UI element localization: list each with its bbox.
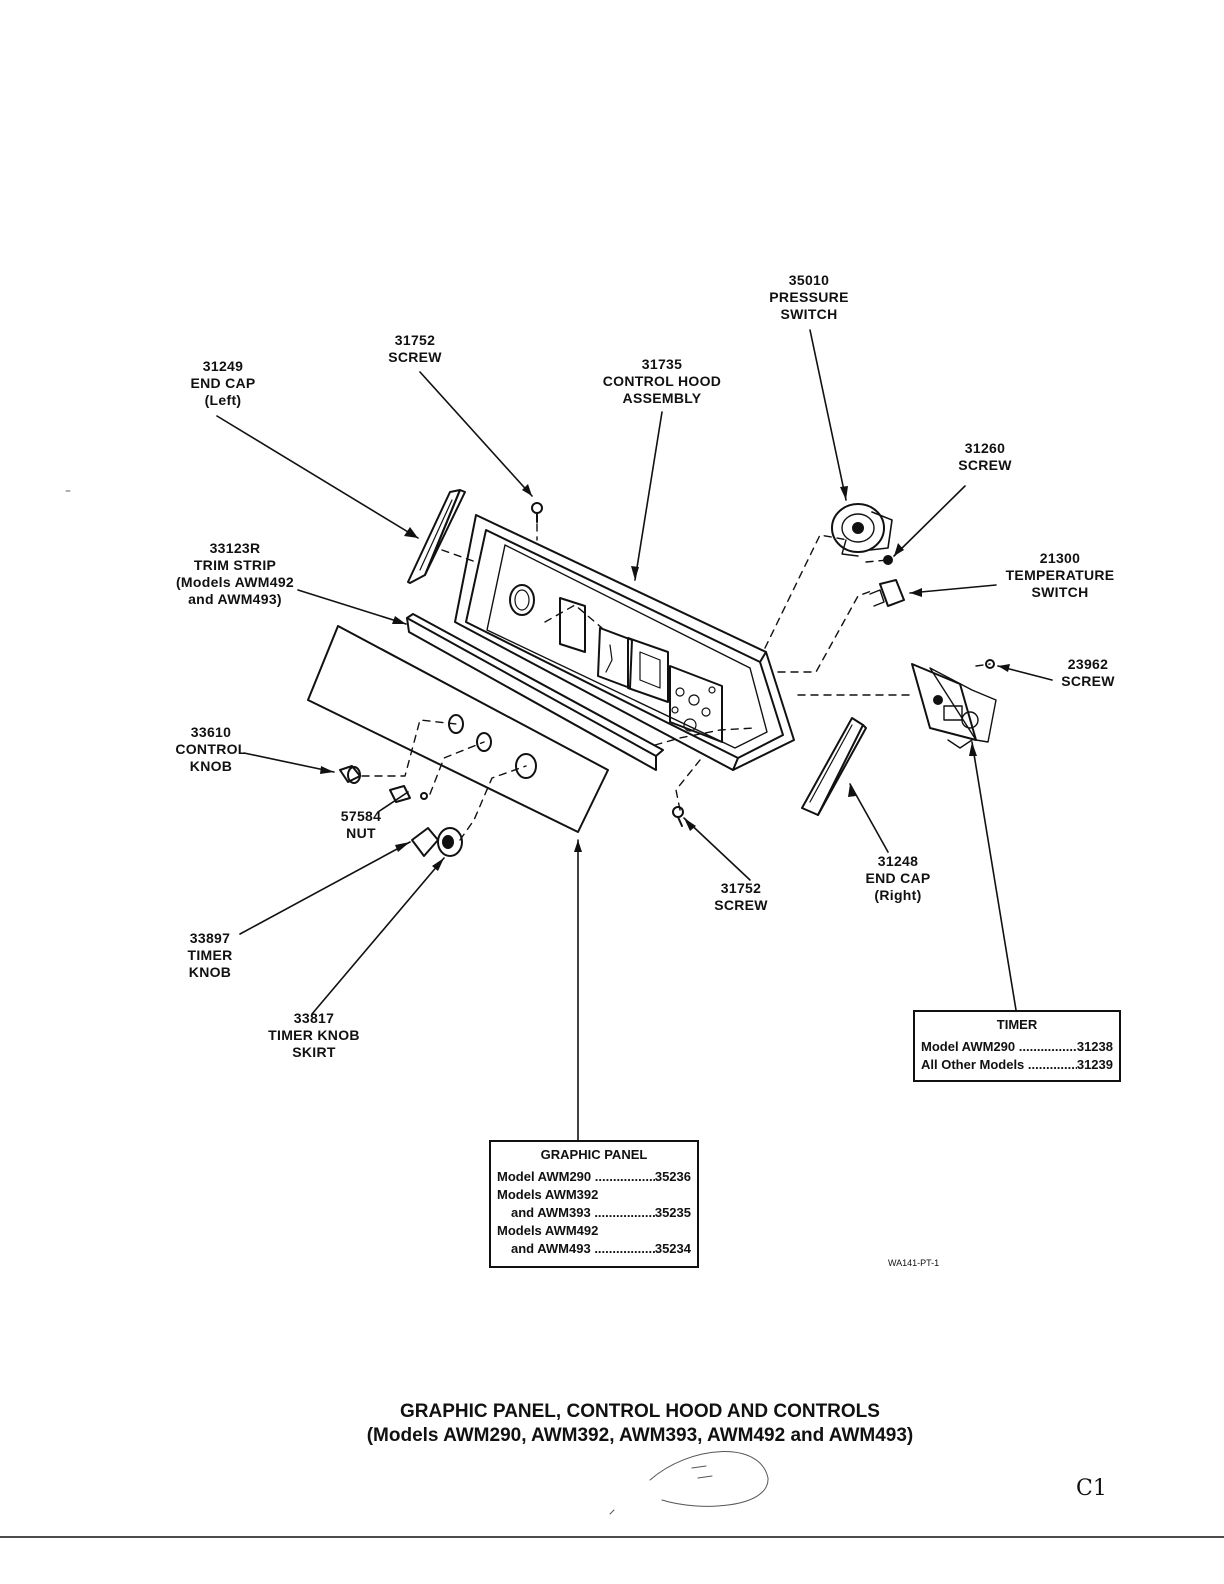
end-cap-left [407,489,466,584]
graphic-panel-row: and AWM393 35235 [497,1204,691,1222]
small-screws [531,502,995,827]
assembly-dashed-lines [361,523,991,841]
caption-line-1: GRAPHIC PANEL, CONTROL HOOD AND CONTROLS [400,1401,880,1422]
timer-parts-box: TIMER Model AWM290 31238 All Other Model… [913,1010,1121,1082]
pressure-switch [831,503,893,557]
figure-caption: GRAPHIC PANEL, CONTROL HOOD AND CONTROLS… [200,1400,1080,1448]
temperature-switch [869,579,905,607]
handwritten-scribble [609,1451,769,1515]
caption-line-2: (Models AWM290, AWM392, AWM393, AWM492 a… [366,1425,914,1446]
timer-row: All Other Models 31239 [921,1056,1113,1074]
graphic-panel-row-label: Models AWM392 [497,1187,599,1202]
graphic-panel-row: Model AWM290 35236 [497,1168,691,1186]
graphic-panel-box-title: GRAPHIC PANEL [540,1147,648,1162]
control-hood-assembly [454,514,795,771]
graphic-panel-row-label: Models AWM492 [497,1223,599,1238]
graphic-panel-parts-box: GRAPHIC PANEL Model AWM290 35236 Models … [489,1140,699,1268]
timer-assembly [911,663,997,749]
graphic-panel [307,625,609,833]
end-cap-right [801,717,867,816]
timer-box-title: TIMER [996,1017,1038,1032]
timer-row: Model AWM290 31238 [921,1038,1113,1056]
figure-reference: WA141-PT-1 [888,1258,940,1268]
leader-lines [216,329,1053,1141]
page-mark: C1 [1076,1476,1107,1501]
arrow-heads [0,0,1010,934]
trim-strip [406,613,664,771]
knobs [339,765,463,857]
graphic-panel-row: and AWM493 35234 [497,1240,691,1258]
